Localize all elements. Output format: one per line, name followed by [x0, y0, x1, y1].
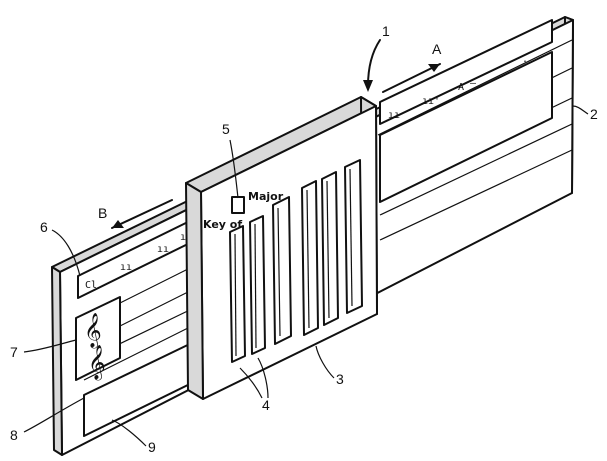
numeral-2: 2 [590, 106, 598, 122]
arrow-b-icon [111, 199, 173, 229]
key-box [231, 196, 245, 214]
leader-3 [315, 345, 335, 379]
clef-window [75, 296, 121, 381]
numeral-7: 7 [10, 344, 18, 360]
key-of-label: Key of [203, 218, 242, 231]
leader-4a [239, 367, 263, 399]
slot-4 [301, 180, 319, 336]
numeral-4: 4 [262, 397, 270, 413]
leader-2 [572, 105, 589, 115]
slot-3 [272, 196, 292, 345]
leader-1-arrowhead [363, 80, 373, 92]
slot-1 [229, 225, 246, 363]
slot-6 [344, 159, 363, 314]
arrow-a-icon [382, 63, 441, 93]
strip-mark-right-4: . [522, 54, 528, 65]
leader-4b [257, 357, 269, 399]
treble-clef-icon-2: 𝄞 [88, 345, 106, 381]
numeral-5: 5 [222, 121, 230, 137]
note-strip-right [379, 19, 553, 125]
numeral-3: 3 [336, 371, 344, 387]
slider-left-edge [185, 182, 204, 400]
strip-mark-left-1: ıı [120, 262, 132, 273]
strip-mark-left-2: ıı [157, 244, 169, 255]
strip-mark-right-2: A [458, 82, 464, 93]
strip-mark-right-3: — [470, 78, 477, 89]
slot-2 [249, 215, 266, 355]
numeral-8: 8 [10, 427, 18, 443]
board-left-edge [51, 266, 63, 456]
numeral-6: 6 [40, 219, 48, 235]
slot-5 [321, 171, 339, 326]
numeral-1: 1 [382, 23, 390, 39]
leader-6 [51, 229, 81, 277]
leader-9 [111, 419, 147, 447]
strip-mark-right-1: ıı' [422, 96, 440, 107]
numeral-9: 9 [148, 439, 156, 455]
board-right-window [379, 51, 553, 203]
treble-clef-icon: 𝄞 [84, 313, 102, 349]
leader-7 [23, 339, 77, 353]
leader-1 [367, 39, 381, 87]
leader-8 [23, 397, 85, 433]
strip-mark-right-0: ıı [388, 110, 400, 121]
slider-slots [229, 159, 363, 363]
leader-5 [229, 139, 239, 199]
strip-mark-left-0: Cl [85, 280, 97, 291]
arrow-a-label: A [432, 41, 442, 57]
major-label: Major [248, 190, 284, 203]
arrow-b-label: B [98, 205, 107, 221]
